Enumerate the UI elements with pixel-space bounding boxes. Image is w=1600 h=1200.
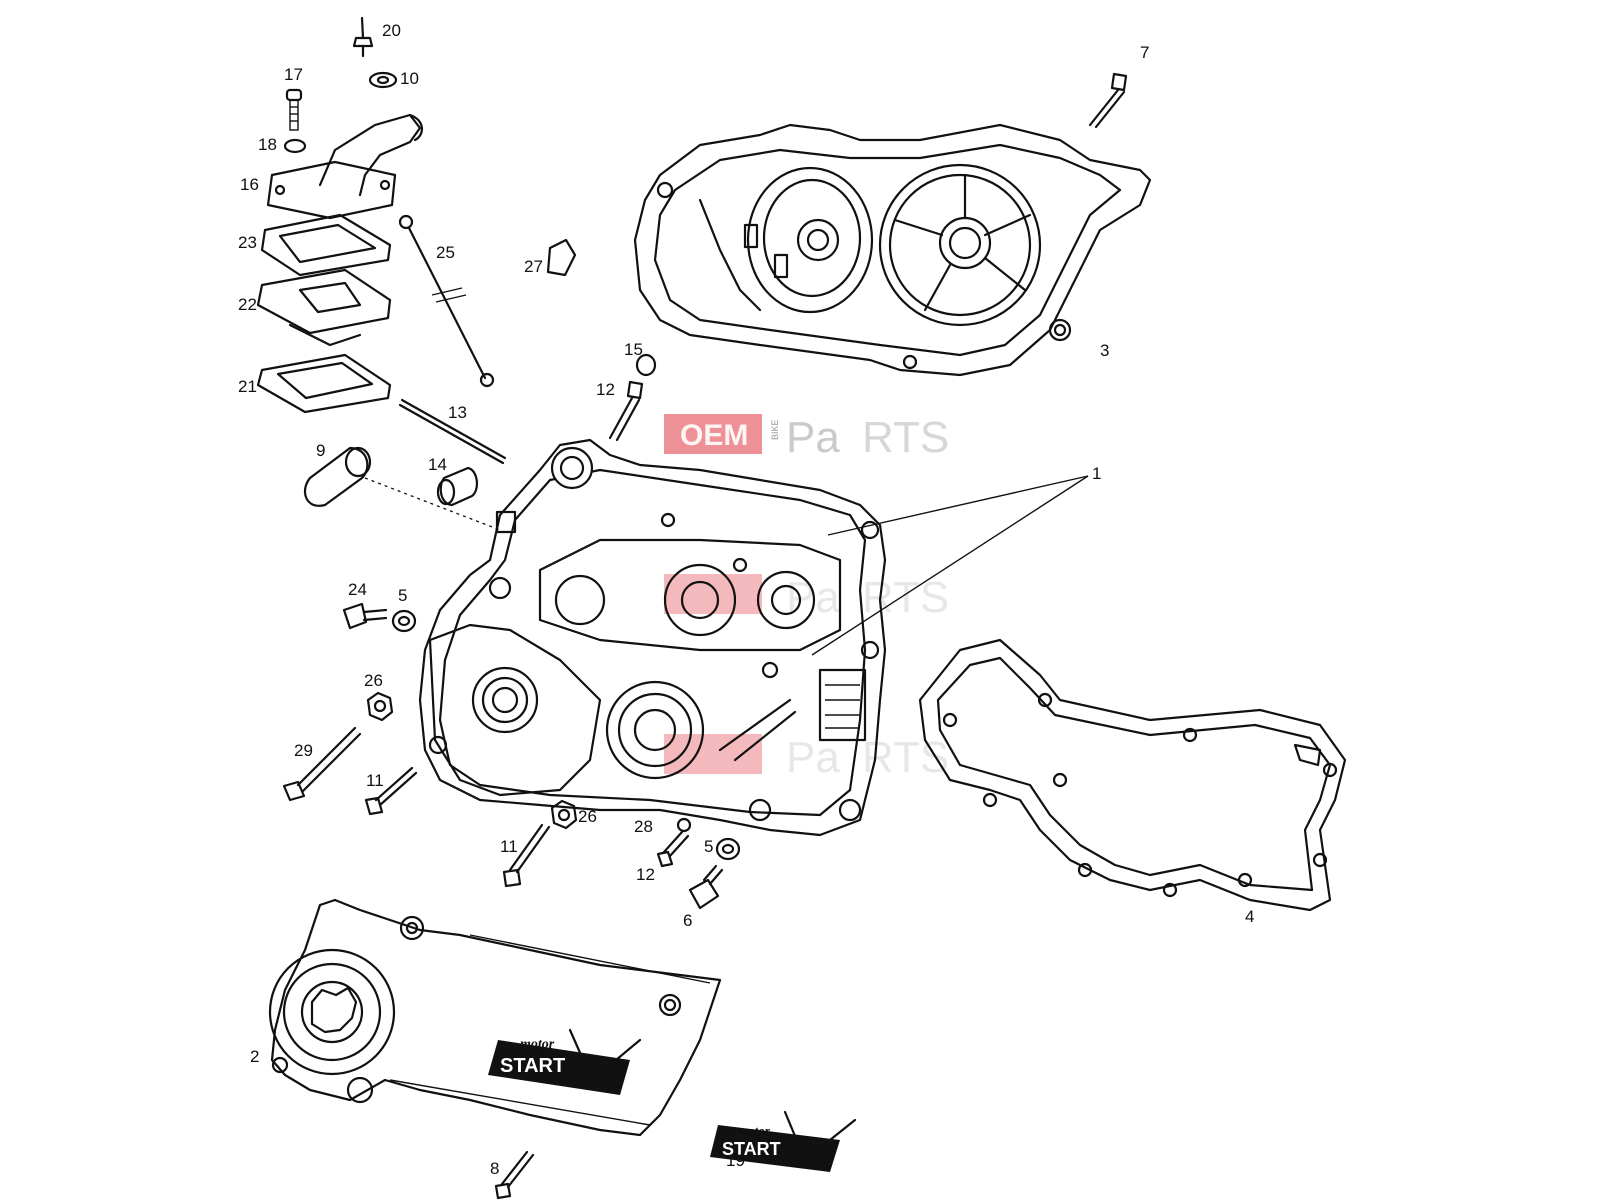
decal-start-text: START [722,1139,781,1159]
part-15-plug [635,353,657,377]
callout-19: 19 [726,1151,745,1170]
callout-9: 9 [316,441,325,460]
callout-1: 1 [1092,464,1101,483]
callout-25: 25 [436,243,455,262]
part-25-cable [398,214,495,388]
watermark-rts-text: RTS [862,413,949,462]
part-14-bushing [436,466,478,507]
watermark-bike-text: BIKE [770,419,780,440]
watermark-pa-text: Pa [786,733,840,782]
decal-start-text: START [500,1055,565,1077]
part-11-bolt-lower [502,823,551,888]
part-28-washer [676,817,692,833]
callout-4: 4 [1245,907,1254,926]
callout-2: 2 [250,1047,259,1066]
part-26-nut-upper [366,691,394,722]
part-5-washer-lower [715,837,741,861]
part-5-washer-upper [391,609,417,633]
callout-14: 14 [428,455,447,474]
part-20-bolt [352,16,374,58]
callout-16: 16 [240,175,259,194]
callout-17: 17 [284,65,303,84]
callout-13: 13 [448,403,467,422]
part-9-sleeve [303,446,501,531]
callout-26-upper: 26 [364,671,383,690]
watermark-oem-text: OEM [680,419,748,452]
callout-5-lower: 5 [704,837,713,856]
part-18-washer [283,138,307,154]
part-1-crankcase [418,438,887,837]
callout-10: 10 [400,69,419,88]
callout-11-lower: 11 [500,837,518,856]
part-13-stud [398,398,507,465]
callout-labels: 1 2 3 4 5 5 6 7 8 9 10 11 11 12 12 13 14… [238,21,1254,1178]
callout-23: 23 [238,233,257,252]
part-12-bolt-upper [608,380,644,442]
part-27-cap [546,238,577,277]
callout-3: 3 [1100,341,1109,360]
motor-start-decal-on-cover: START motor [488,1028,642,1095]
leader-lines [811,475,1089,656]
decal-brand-text: motor [738,1123,771,1138]
callout-18: 18 [258,135,277,154]
decal-brand-text: motor [520,1037,555,1052]
part-29-bolt [282,726,362,802]
callout-8: 8 [490,1159,499,1178]
part-21-gasket [256,353,392,414]
part-19-decal: START motor [710,1110,857,1172]
watermark-pa-text: Pa [786,413,840,462]
callout-7: 7 [1140,43,1149,62]
part-16-intake-manifold [266,113,423,220]
callout-6: 6 [683,911,692,930]
part-6-sensor [688,864,724,910]
part-2-left-cover: START motor [268,898,722,1137]
watermark-logo: OEM BIKE Pa RTS [664,413,949,462]
callout-29: 29 [294,741,313,760]
part-12-bolt-lower [656,830,690,868]
callout-22: 22 [238,295,257,314]
part-7-bolt [1088,72,1128,129]
callout-12-lower: 12 [636,865,655,884]
part-4-gasket [918,638,1347,912]
callout-20: 20 [382,21,401,40]
part-11-bolt-upper [364,766,418,816]
callout-28: 28 [634,817,653,836]
part-24-bolt [342,602,388,630]
part-8-bolt [494,1150,535,1200]
callout-11-upper: 11 [366,771,384,790]
callout-12-upper: 12 [596,380,615,399]
callout-5-upper: 5 [398,586,407,605]
callout-26-lower: 26 [578,807,597,826]
part-3-side-cover [633,123,1152,377]
part-22-reed-valve [256,268,392,347]
part-17-screw [285,88,303,131]
callout-24: 24 [348,580,367,599]
watermark-logo-faded-2: Pa RTS [664,733,949,782]
part-23-gasket [260,213,392,277]
part-26-nut-lower [550,799,578,830]
callout-21: 21 [238,377,257,396]
callout-27: 27 [524,257,543,276]
part-10-washer [368,71,398,89]
callout-15: 15 [624,340,643,359]
